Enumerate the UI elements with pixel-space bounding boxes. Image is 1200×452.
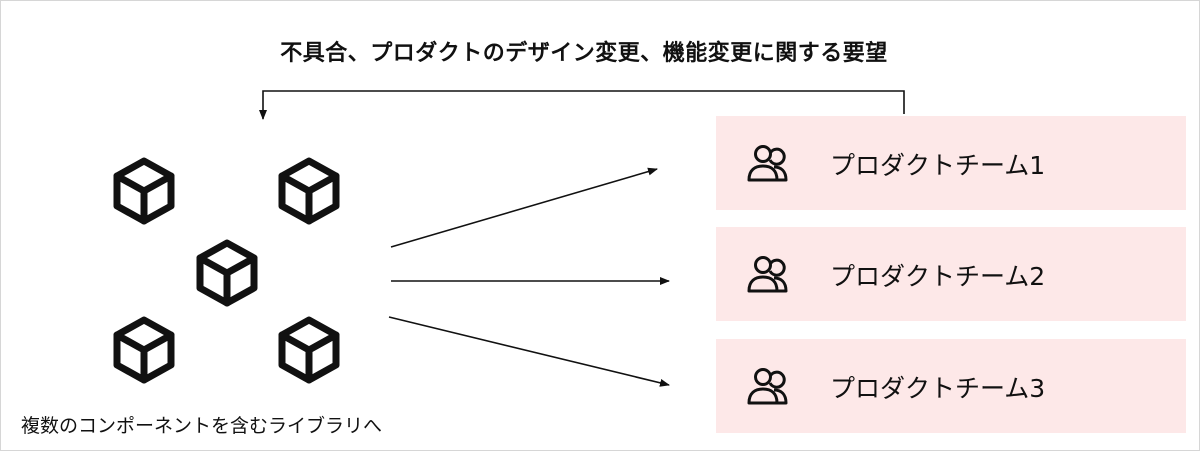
team-label: プロダクトチーム1 bbox=[830, 151, 1046, 180]
cube-icon bbox=[200, 243, 254, 303]
product-team-2: プロダクトチーム2 bbox=[716, 227, 1186, 321]
team-label: プロダクトチーム2 bbox=[830, 262, 1046, 291]
users-icon bbox=[747, 145, 788, 182]
arrow-to-team-3 bbox=[388, 316, 670, 387]
cube-icon bbox=[282, 320, 336, 380]
feedback-label: 不具合、プロダクトのデザイン変更、機能変更に関する要望 bbox=[280, 41, 888, 66]
product-team-1: プロダクトチーム1 bbox=[716, 116, 1186, 210]
product-team-3: プロダクトチーム3 bbox=[716, 339, 1186, 433]
cube-icon bbox=[282, 161, 336, 221]
users-icon bbox=[747, 256, 788, 293]
cube-icon bbox=[117, 320, 171, 380]
team-label: プロダクトチーム3 bbox=[830, 374, 1046, 403]
library-label: 複数のコンポーネントを含むライブラリへ bbox=[21, 415, 383, 437]
users-icon bbox=[747, 368, 788, 405]
cube-icon bbox=[117, 161, 171, 221]
feedback-arrow bbox=[259, 90, 905, 120]
arrow-to-team-1 bbox=[390, 167, 658, 248]
